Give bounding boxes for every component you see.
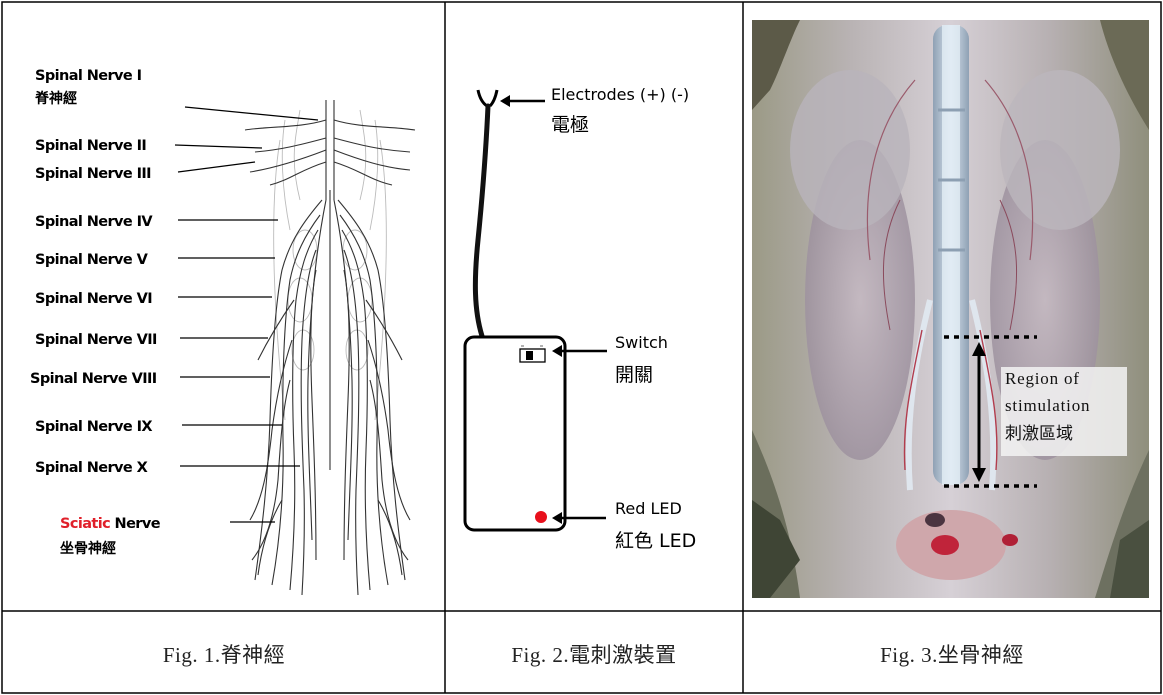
red-led-label: Red LED — [615, 499, 682, 518]
spinal-nerve-10-label: Spinal Nerve X — [35, 460, 148, 476]
switch-label: Switch — [615, 333, 668, 352]
sciatic-nerve-cjk-label: 坐骨神經 — [60, 540, 116, 557]
spinal-nerve-3-label: Spinal Nerve III — [35, 166, 151, 182]
spinal-nerve-1-cjk-label: 脊神經 — [34, 90, 77, 107]
stimulator-device-diagram: Electrodes (+) (-) 電極 Switch 開關 Red LED … — [465, 85, 696, 552]
red-led — [535, 511, 547, 523]
left-nerve-fan — [250, 200, 322, 595]
red-led-cjk-label: 紅色 LED — [615, 530, 696, 552]
region-label-line1: Region of — [1005, 369, 1080, 388]
sciatic-word: Sciatic — [60, 516, 110, 532]
fig3-caption: Fig. 3.坐骨神經 — [880, 643, 1024, 667]
spinal-nerve-6-label: Spinal Nerve VI — [35, 291, 152, 307]
spinal-nerve-8-label: Spinal Nerve VIII — [30, 371, 157, 387]
device-body — [465, 337, 565, 530]
frog-dissection-photo: Region of stimulation 刺激區域 — [752, 20, 1149, 598]
sciatic-nerve-label: Sciatic Nerve — [60, 516, 161, 532]
region-cjk-label: 刺激區域 — [1005, 424, 1073, 444]
spinal-nerve-5-label: Spinal Nerve V — [35, 252, 149, 268]
switch-cjk-label: 開關 — [615, 364, 653, 386]
spinal-nerve-diagram: Spinal Nerve I 脊神經 Spinal Nerve II Spina… — [30, 68, 415, 595]
right-nerve-fan — [338, 200, 410, 595]
spinal-nerve-1-label: Spinal Nerve I — [35, 68, 142, 84]
fig1-caption: Fig. 1.脊神經 — [163, 643, 285, 667]
switch-icon — [520, 346, 545, 362]
electrode-cable — [475, 106, 488, 336]
spinal-nerve-4-label: Spinal Nerve IV — [35, 214, 153, 230]
electrodes-label: Electrodes (+) (-) — [551, 85, 689, 104]
nerve-leader-lines — [175, 107, 318, 522]
spinal-nerve-2-label: Spinal Nerve II — [35, 138, 146, 154]
spinal-nerve-7-label: Spinal Nerve VII — [35, 332, 157, 348]
electrodes-cjk-label: 電極 — [551, 114, 589, 136]
nerve-word: Nerve — [110, 516, 161, 532]
region-label-line2: stimulation — [1005, 396, 1090, 415]
fig2-caption: Fig. 2.電刺激裝置 — [511, 643, 676, 667]
spinal-nerve-9-label: Spinal Nerve IX — [35, 419, 152, 435]
